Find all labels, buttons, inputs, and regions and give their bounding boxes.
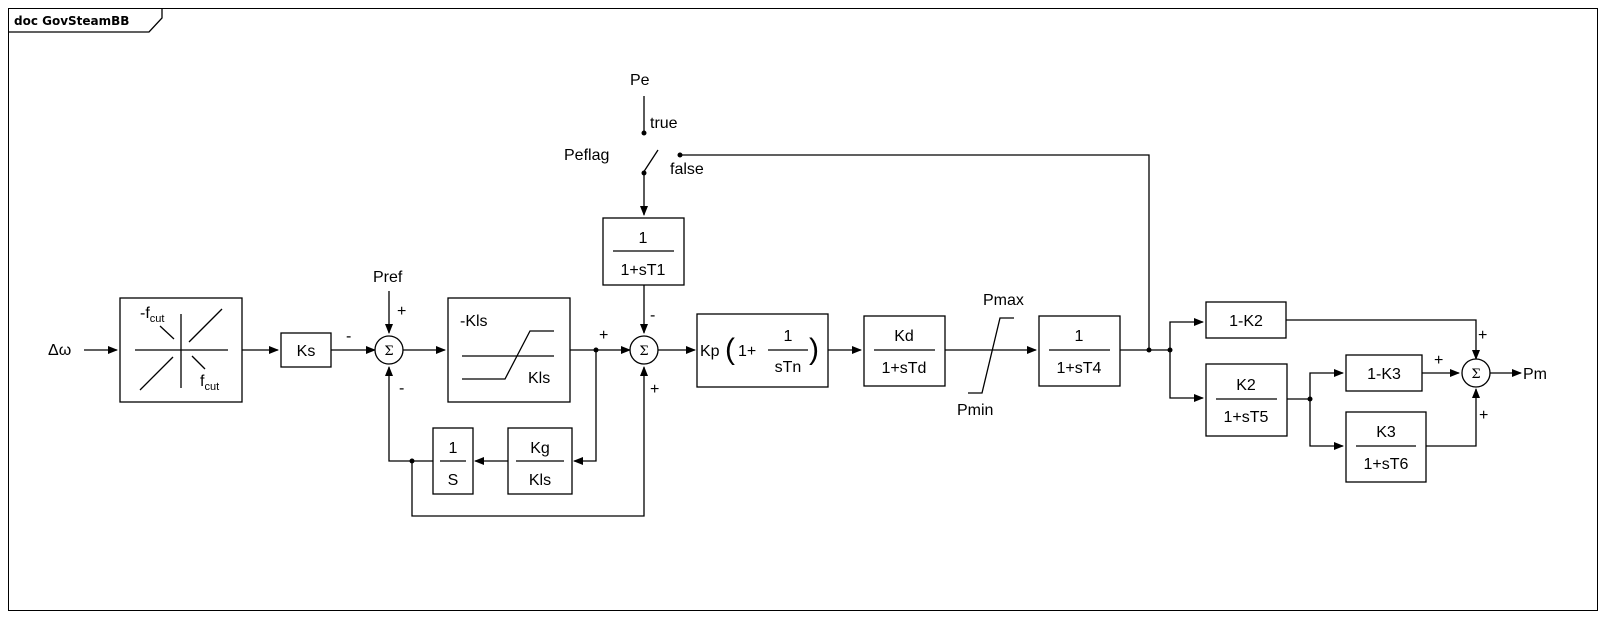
limiter-lower-label: -Kls (460, 313, 488, 330)
pi-denominator: sTn (775, 359, 802, 376)
kg-numerator: Kg (530, 440, 550, 457)
integrator-block: 1 S (432, 427, 474, 495)
svg-text:-fcut: -fcut (140, 305, 164, 325)
pi-close-paren: ) (809, 333, 819, 366)
t5-numerator: K2 (1236, 377, 1256, 394)
sum1-sign-left: - (346, 328, 351, 345)
k2-complement-block: 1-K2 (1205, 301, 1287, 339)
td-numerator: Kd (894, 328, 914, 345)
limiter-upper-label: Kls (528, 370, 550, 387)
sum2-sign-top: - (650, 307, 655, 324)
sum1-symbol: Σ (384, 344, 393, 359)
output-pm-label: Pm (1523, 366, 1547, 383)
t4-numerator: 1 (1075, 328, 1084, 345)
k2-complement-label: 1-K2 (1229, 313, 1263, 330)
t6-block: K3 1+sT6 (1345, 411, 1427, 483)
sum3-symbol: Σ (1471, 367, 1480, 382)
integrator-numerator: 1 (449, 440, 458, 457)
diagram-frame (8, 8, 1598, 611)
peflag-label: Peflag (564, 147, 609, 164)
feedback-path-to-kg (573, 350, 597, 465)
td-denominator: 1+sTd (882, 360, 927, 377)
pi-controller-block: Kp ( 1+ 1 sTn ) (696, 313, 829, 388)
pi-numerator: 1 (784, 328, 793, 345)
pmax-label: Pmax (983, 292, 1024, 309)
deadband-neg-fcut: -f (140, 305, 150, 322)
t6-numerator: K3 (1376, 424, 1396, 441)
limiter-block: -Kls Kls (447, 297, 571, 403)
ks-label: Ks (297, 343, 316, 360)
k3-complement-label: 1-K3 (1367, 366, 1401, 383)
k3-complement-block: 1-K3 (1345, 354, 1423, 392)
integrator-denominator: S (448, 472, 459, 489)
frame-tab-label: doc GovSteamBB (14, 14, 129, 28)
pmin-label: Pmin (957, 402, 993, 419)
false-feedback-line (680, 154, 1150, 350)
t5-denominator: 1+sT5 (1224, 409, 1269, 426)
sum1-sign-top: + (397, 303, 406, 320)
t1-denominator: 1+sT1 (621, 262, 666, 279)
deadband-neg-fcut-sub: cut (150, 313, 165, 325)
t1-block: 1 1+sT1 (602, 217, 685, 286)
kg-block: Kg Kls (507, 427, 573, 495)
svg-text:fcut: fcut (200, 373, 219, 393)
pi-open-paren: ( (725, 333, 735, 366)
deadband-block: -fcut fcut (119, 297, 243, 403)
sum3-sign-bottom: + (1479, 407, 1488, 424)
pi-gain-label: Kp (700, 343, 720, 360)
sum2-symbol: Σ (639, 344, 648, 359)
t4-denominator: 1+sT4 (1057, 360, 1102, 377)
t5-block: K2 1+sT5 (1205, 363, 1288, 437)
peflag-switch (642, 149, 659, 174)
td-block: Kd 1+sTd (863, 315, 946, 387)
limit-symbol (968, 317, 1014, 394)
sum3-sign-top: + (1478, 327, 1487, 344)
pe-label: Pe (630, 72, 650, 89)
deadband-pos-fcut-sub: cut (204, 381, 219, 393)
kg-denominator: Kls (529, 472, 551, 489)
t4-block: 1 1+sT4 (1038, 315, 1121, 387)
summing-junction-2: Σ (629, 335, 659, 365)
input-delta-omega-label: Δω (48, 342, 71, 359)
false-label: false (670, 161, 704, 178)
t6-denominator: 1+sT6 (1364, 456, 1409, 473)
pi-one-plus: 1+ (738, 343, 756, 360)
sum2-sign-left: + (599, 327, 608, 344)
ks-block: Ks (280, 332, 332, 368)
sum1-sign-bottom: - (399, 380, 404, 397)
pref-label: Pref (373, 269, 403, 286)
summing-junction-1: Σ (374, 335, 404, 365)
summing-junction-3: Σ (1461, 358, 1491, 388)
sum3-sign-left: + (1434, 352, 1443, 369)
sum2-sign-bottom: + (650, 381, 659, 398)
t1-numerator: 1 (639, 230, 648, 247)
frame-tab: doc GovSteamBB (8, 8, 163, 33)
true-label: true (650, 115, 678, 132)
deadband-pos-fcut: f (200, 373, 205, 390)
